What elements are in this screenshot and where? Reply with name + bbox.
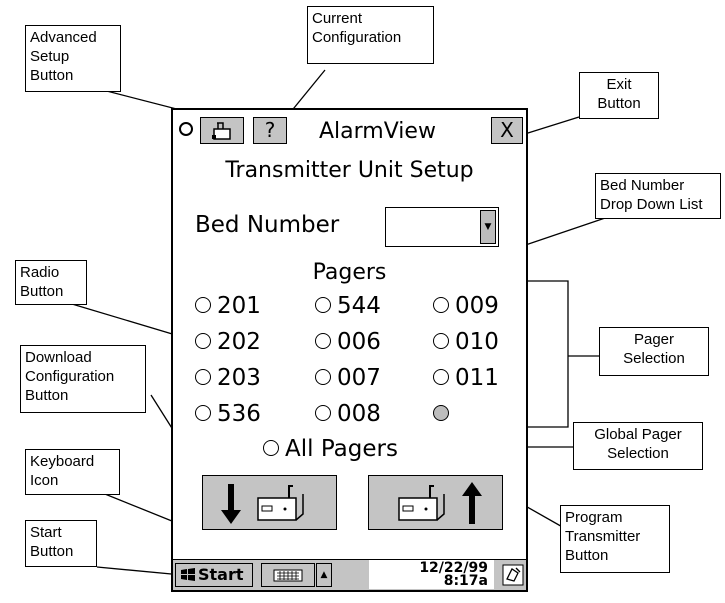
callout-pager-selection: Pager Selection [599, 327, 709, 376]
keyboard-icon [273, 569, 303, 582]
bed-number-label: Bed Number [195, 212, 340, 238]
pager-option[interactable]: 201 [195, 292, 261, 320]
upload-transmitter-icon [398, 482, 482, 524]
start-button[interactable]: Start [175, 563, 253, 587]
radio-icon[interactable] [195, 404, 211, 421]
radio-icon[interactable] [195, 296, 211, 313]
advanced-setup-button[interactable] [200, 117, 244, 144]
sip-arrow-button[interactable]: ▲ [316, 563, 332, 587]
pager-option[interactable]: 536 [195, 400, 261, 428]
pager-option-disabled [433, 400, 455, 428]
callout-exit-button: Exit Button [579, 72, 659, 119]
download-configuration-button[interactable] [202, 475, 337, 530]
radio-icon[interactable] [315, 404, 331, 421]
pager-option[interactable]: 010 [433, 328, 499, 356]
radio-icon[interactable] [315, 332, 331, 349]
current-configuration-button[interactable]: ? [253, 117, 287, 144]
radio-icon[interactable] [315, 296, 331, 313]
radio-icon[interactable] [263, 439, 279, 456]
callout-current-configuration: Current Configuration [307, 6, 434, 64]
radio-icon[interactable] [195, 332, 211, 349]
pager-option[interactable]: 011 [433, 364, 499, 392]
callout-keyboard-icon: Keyboard Icon [25, 449, 120, 495]
radio-icon [433, 404, 449, 421]
setup-title: Transmitter Unit Setup [225, 158, 474, 183]
keyboard-button[interactable] [261, 563, 315, 587]
clock: 12/22/99 8:17a [369, 560, 494, 589]
callout-start-button: Start Button [25, 520, 97, 567]
device-screen: ? AlarmView X Transmitter Unit Setup Bed… [171, 108, 528, 592]
chevron-down-icon[interactable]: ▼ [480, 210, 496, 244]
program-transmitter-button[interactable] [368, 475, 503, 530]
configuration-icon [212, 122, 231, 140]
connection-status-icon[interactable] [502, 564, 524, 586]
windows-logo-icon [181, 568, 195, 581]
download-transmitter-icon [221, 484, 304, 524]
radio-icon[interactable] [433, 332, 449, 349]
bed-number-dropdown[interactable]: ▼ [385, 207, 499, 247]
pager-option[interactable]: 009 [433, 292, 499, 320]
radio-icon[interactable] [315, 368, 331, 385]
radio-icon[interactable] [195, 368, 211, 385]
pager-option[interactable]: 007 [315, 364, 381, 392]
callout-advanced-setup-button: Advanced Setup Button [25, 25, 121, 92]
title-radio-button[interactable] [179, 122, 193, 136]
exit-button[interactable]: X [491, 117, 523, 144]
title-bar: ? AlarmView X [173, 110, 526, 150]
time: 8:17a [443, 573, 488, 589]
radio-icon[interactable] [433, 296, 449, 313]
pager-option[interactable]: 544 [315, 292, 381, 320]
pager-option[interactable]: 008 [315, 400, 381, 428]
callout-radio-button: Radio Button [15, 260, 87, 305]
radio-icon[interactable] [433, 368, 449, 385]
app-title: AlarmView [319, 119, 436, 144]
callout-download-configuration-button: Download Configuration Button [20, 345, 146, 413]
all-pagers-option[interactable]: All Pagers [263, 435, 398, 463]
callout-global-pager-selection: Global Pager Selection [573, 422, 703, 470]
callout-bed-number-drop-down-list: Bed Number Drop Down List [595, 173, 721, 219]
pager-option[interactable]: 203 [195, 364, 261, 392]
date: 12/22/99 [419, 560, 488, 576]
pager-option[interactable]: 006 [315, 328, 381, 356]
pager-option[interactable]: 202 [195, 328, 261, 356]
pagers-title: Pagers [312, 260, 387, 285]
callout-program-transmitter-button: Program Transmitter Button [560, 505, 670, 573]
taskbar: Start ▲ 12/22/99 8:17a [173, 559, 526, 590]
